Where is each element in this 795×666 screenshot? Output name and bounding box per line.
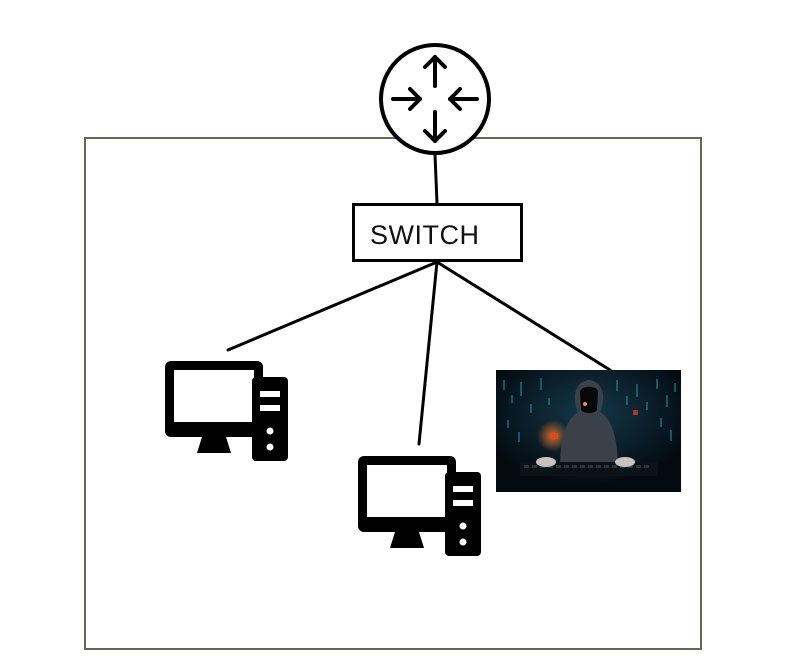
- desktop-computer-icon: [165, 361, 288, 461]
- switch-label: SWITCH: [370, 220, 480, 250]
- edge-switch-pc-left: [226, 260, 439, 352]
- hooded-hacker-image: [496, 370, 681, 492]
- network-boundary-box: [84, 137, 702, 650]
- edge-switch-pc-middle: [417, 260, 439, 446]
- network-switch: SWITCH: [352, 203, 523, 262]
- connection-lines: [226, 153, 612, 446]
- desktop-computer-icon: [358, 456, 481, 556]
- edge-switch-attacker: [435, 260, 612, 372]
- edge-router-switch: [433, 153, 439, 205]
- router-icon: [379, 43, 491, 155]
